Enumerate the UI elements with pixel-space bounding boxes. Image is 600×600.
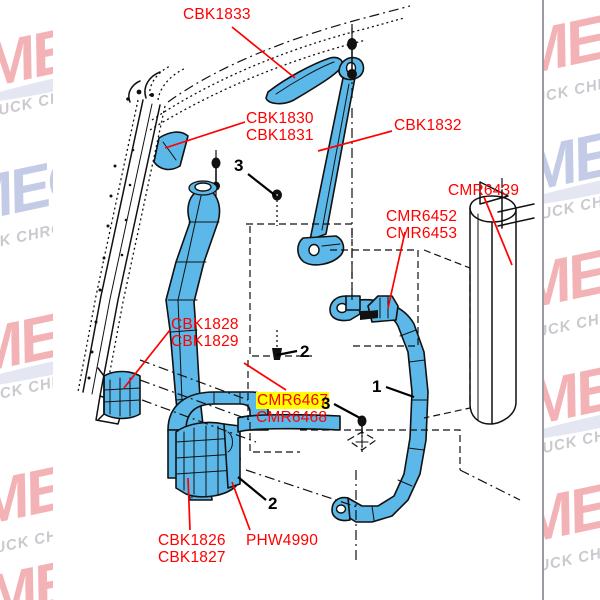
part-cbk1832: [297, 56, 365, 266]
diagram-page: [53, 0, 544, 600]
callout-cmr6467-6468: CMR6467 CMR6468: [256, 392, 330, 426]
leader-lines: [123, 26, 513, 531]
callout-cbk1828-1829: CBK1828 CBK1829: [171, 316, 239, 350]
callout-cmr6452-6453: CMR6452 CMR6453: [386, 208, 458, 242]
part-cbk1826-1827: [175, 421, 241, 498]
fastener-bolt-3b: [346, 415, 378, 452]
item-number-3-top: 3: [234, 156, 244, 175]
part-cmr6439: [469, 178, 535, 425]
callout-cbk1833: CBK1833: [183, 6, 251, 23]
callout-cbk1830-1831: CBK1830 CBK1831: [246, 110, 314, 144]
callout-highlight: CMR6467: [256, 392, 330, 409]
item-number-3-right: 3: [321, 394, 331, 413]
part-cbk1830-1831: [153, 131, 189, 171]
callout-phw4990: PHW4990: [246, 532, 319, 549]
callout-cbk1826-1827: CBK1826 CBK1827: [158, 532, 226, 566]
fastener-top-a: [347, 28, 357, 100]
bracket-left-plate: [97, 367, 141, 421]
part-cmr6467-6468: [329, 295, 429, 523]
item-number-2-bottom: 2: [268, 494, 278, 513]
item-number-1-right: 1: [372, 377, 382, 396]
windshield-pillar: [77, 65, 187, 425]
item-number-2-mid: 2: [300, 342, 310, 361]
callout-cbk1832: CBK1832: [394, 117, 462, 134]
bed-outline: [139, 223, 521, 560]
callout-cmr6439: CMR6439: [448, 182, 520, 199]
item-number-leaders: [237, 173, 415, 501]
